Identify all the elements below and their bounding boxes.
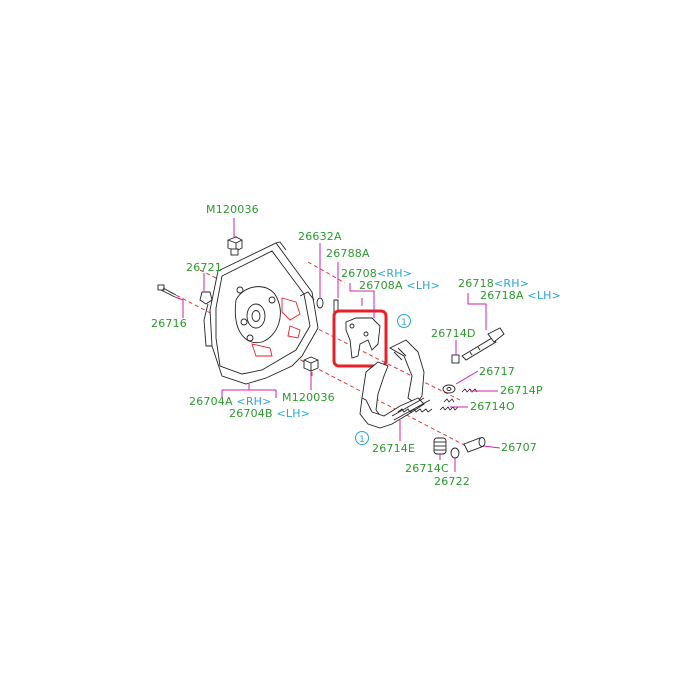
label-26704a: 26704A — [189, 395, 233, 408]
pin-26716-drawing — [157, 284, 177, 298]
label-26707: 26707 — [501, 441, 537, 454]
pin-26714d-drawing — [451, 354, 460, 364]
label-26718a-line: 26718A <LH> — [480, 290, 561, 302]
circled-ref-text-top: 1 — [401, 318, 407, 328]
label-26704b: 26704B — [229, 407, 273, 420]
label-26714d: 26714D — [431, 327, 476, 340]
label-26718a: 26718A — [480, 289, 524, 302]
washer-26717-drawing — [442, 384, 456, 394]
label-m120036-top: M120036 — [206, 203, 259, 216]
label-26788a: 26788A — [326, 247, 370, 260]
label-26708-line: 26708<RH> — [341, 268, 412, 280]
label-26717: 26717 — [479, 365, 515, 378]
label-26632a: 26632A — [298, 230, 342, 243]
clip-26721-drawing — [199, 291, 213, 305]
label-26718a-lh: <LH> — [527, 289, 562, 302]
spring-26714o-drawing — [439, 398, 459, 411]
label-m120036-bottom: M120036 — [282, 391, 335, 404]
label-26704b-lh: <LH> — [276, 407, 311, 420]
label-26716: 26716 — [151, 317, 187, 330]
label-26718: 26718 — [458, 277, 494, 290]
label-26722: 26722 — [434, 475, 470, 488]
label-26708: 26708 — [341, 267, 377, 280]
lever-26708-drawing — [345, 317, 381, 359]
label-26704a-line: 26704A <RH> — [189, 396, 272, 408]
bolt-bottom-drawing — [303, 356, 319, 372]
cylinder-26707-drawing — [463, 437, 486, 453]
label-26721: 26721 — [186, 261, 222, 274]
bolt-top-drawing — [227, 236, 243, 256]
label-26708-rh: <RH> — [377, 267, 413, 280]
circled-ref-marker-top: 1 — [397, 314, 411, 328]
label-26708a-line: 26708A <LH> — [359, 280, 440, 292]
circled-ref-text-bottom: 1 — [359, 435, 365, 445]
spring-26714e-drawing — [397, 408, 433, 413]
spring-26714c-drawing — [433, 437, 447, 455]
backing-plate-drawing — [203, 241, 319, 385]
label-26714p: 26714P — [500, 384, 543, 397]
highlight-box — [332, 309, 388, 368]
label-26704b-line: 26704B <LH> — [229, 408, 310, 420]
washer-26632a-drawing — [316, 297, 324, 309]
label-26714c: 26714C — [405, 462, 449, 475]
callout-leader-lines — [174, 218, 501, 472]
label-26714o: 26714O — [470, 400, 515, 413]
strut-26718-drawing — [461, 327, 505, 361]
label-26718-rh: <RH> — [494, 277, 530, 290]
circled-ref-marker-bottom: 1 — [355, 431, 369, 445]
label-26704a-rh: <RH> — [236, 395, 272, 408]
label-26708a: 26708A — [359, 279, 403, 292]
label-26718-line: 26718<RH> — [458, 278, 529, 290]
brake-shoe-drawing — [359, 339, 431, 429]
spring-26714p-drawing — [461, 388, 478, 393]
ring-26722-drawing — [450, 447, 460, 459]
label-26708a-lh: <LH> — [406, 279, 441, 292]
label-26714e: 26714E — [372, 442, 416, 455]
